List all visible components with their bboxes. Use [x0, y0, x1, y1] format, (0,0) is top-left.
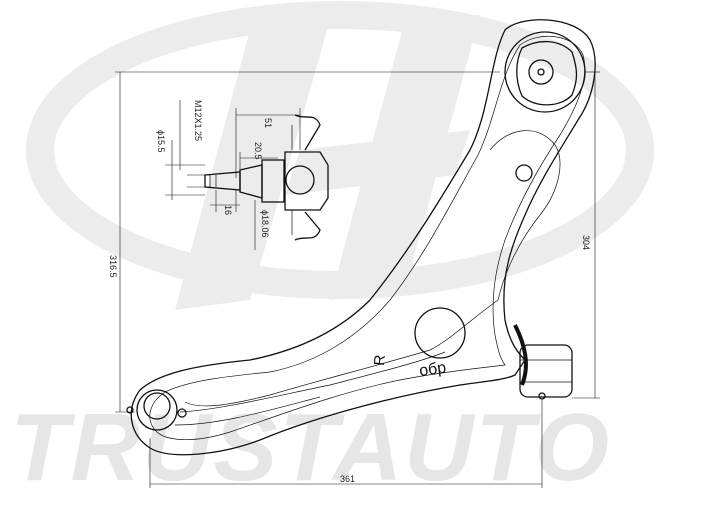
dim-overall-height: 316.5 [108, 255, 118, 278]
overall-dimensions [115, 71, 600, 488]
watermark-logo [26, 1, 654, 310]
dim-thread: M12X1.25 [193, 100, 203, 141]
dim-length-20-5: 20.5 [253, 142, 263, 160]
dim-diameter-18-06: ϕ18.06 [260, 210, 270, 238]
dim-right-height: 304 [581, 235, 591, 250]
dim-length-16: 16 [223, 205, 233, 215]
dim-overall-width: 361 [340, 474, 355, 484]
dim-length-51: 51 [263, 118, 273, 128]
dim-diameter-15-5: ϕ15.5 [156, 130, 166, 153]
watermark-brand-text: TRUSTAUTO [10, 394, 611, 501]
control-arm [126, 19, 596, 456]
part-marking-r: R [371, 354, 389, 366]
ball-joint-dimensions [165, 100, 301, 250]
brand-stamp: обр [418, 359, 447, 380]
ball-joint-detail [204, 114, 329, 241]
